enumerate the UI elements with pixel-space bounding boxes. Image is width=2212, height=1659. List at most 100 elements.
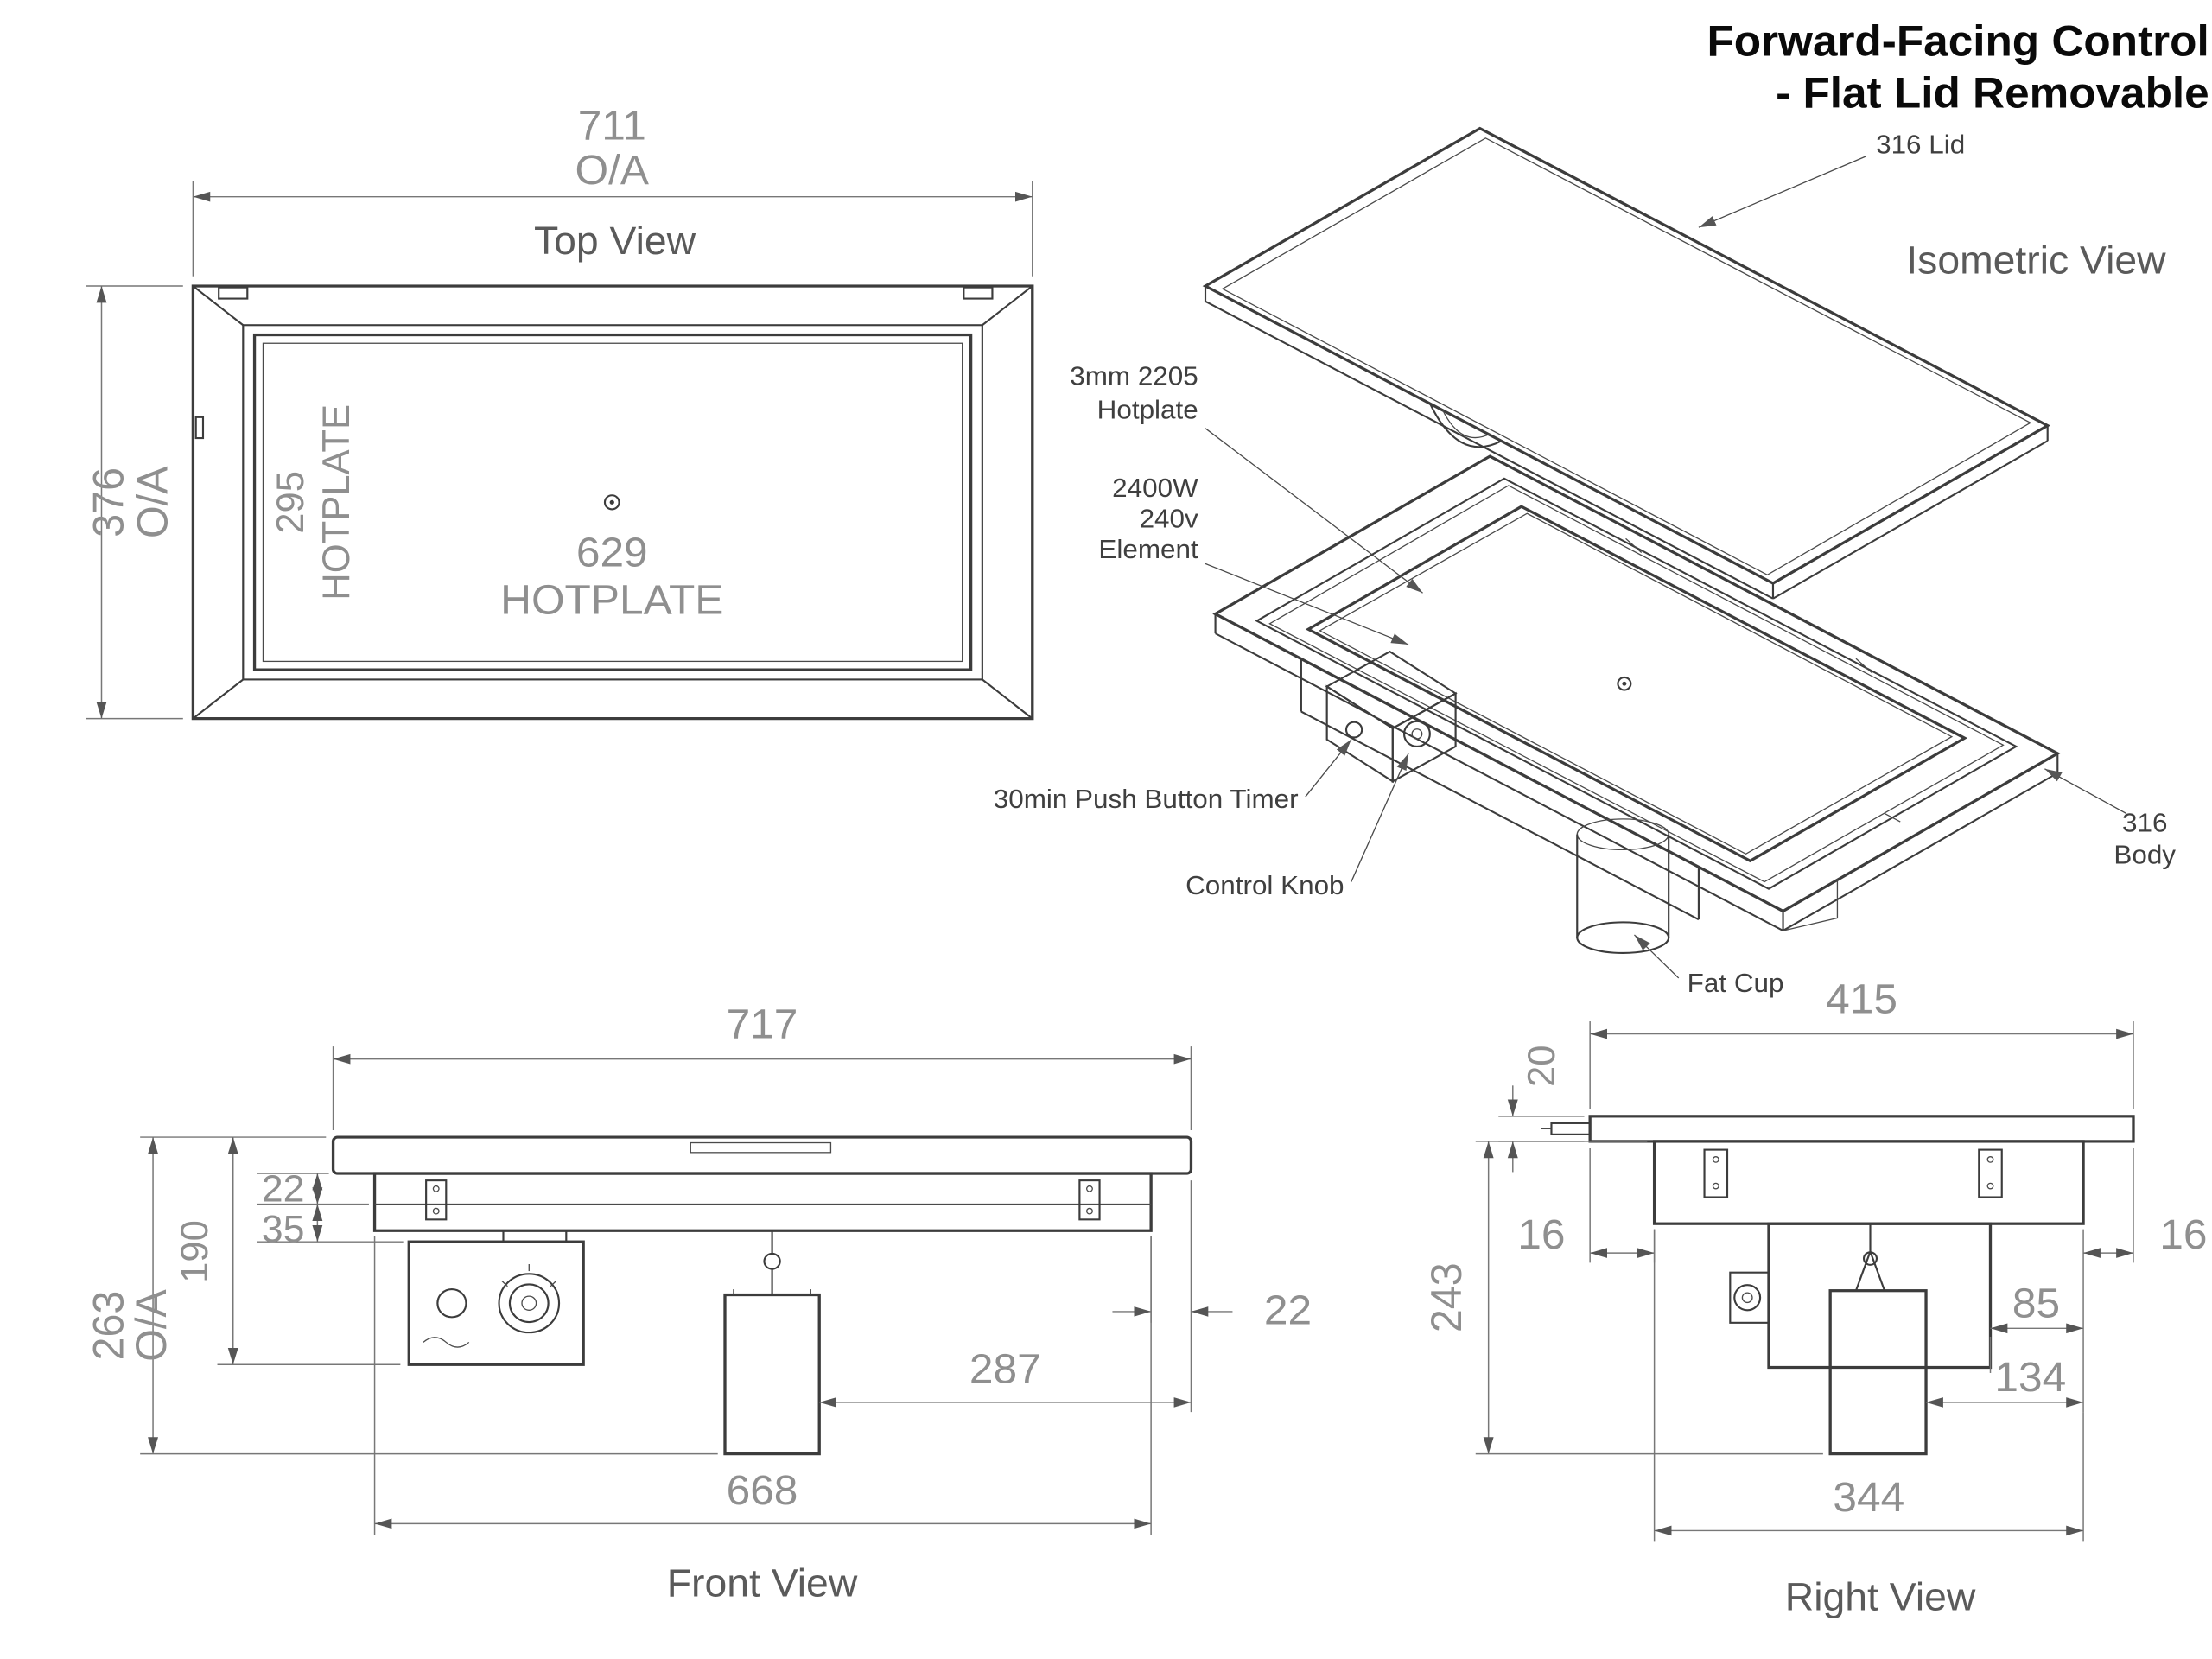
- isometric-view: Isometric View: [994, 126, 2177, 998]
- dim-376: 376: [86, 467, 133, 537]
- front-timer-button: [436, 1288, 467, 1319]
- front-flange-slot: [690, 1141, 832, 1154]
- front-fat-cup: [723, 1293, 821, 1456]
- iso-fat-cup-top: [1576, 818, 1669, 851]
- hanger-arm: [1869, 1251, 1886, 1292]
- dim-668: 668: [727, 1467, 798, 1513]
- knob-tick: [550, 1280, 557, 1287]
- iso-probe-hole: [1617, 676, 1632, 691]
- dim-35: 35: [262, 1209, 305, 1250]
- dim-711-oa: O/A: [575, 148, 650, 194]
- screw: [1986, 1182, 1994, 1190]
- iso-fat-cup-bottom: [1576, 921, 1670, 954]
- iso-control-knob: [1402, 720, 1431, 747]
- right-bracket: [1703, 1148, 1729, 1198]
- right-bracket: [1978, 1148, 2003, 1198]
- dim-20: 20: [1520, 1045, 1563, 1086]
- dim-287: 287: [969, 1346, 1041, 1392]
- front-control-knob-mid: [508, 1283, 550, 1324]
- iso-underpan: [1783, 917, 1838, 931]
- right-housing: [1767, 1222, 1993, 1370]
- screw: [432, 1207, 440, 1215]
- label-element-2: 240v: [1140, 504, 1199, 534]
- screw: [1085, 1207, 1093, 1215]
- label-body-1: 316: [2122, 808, 2167, 838]
- iso-hotplate-edge2: [1319, 512, 1954, 855]
- iso-lid-inner-line: [1221, 137, 2032, 576]
- label-lid: 316 Lid: [1876, 130, 1965, 160]
- miter-line: [982, 285, 1033, 327]
- iso-view-title: Isometric View: [1906, 238, 2166, 282]
- dim-16-right: 16: [2159, 1212, 2207, 1258]
- front-view: 717 263 O/A: [86, 1001, 1312, 1605]
- iso-lid-bottom-edge: [1772, 440, 2049, 600]
- right-knob-mount: [1729, 1271, 1770, 1324]
- top-view-title: Top View: [534, 219, 696, 262]
- rim-tab: [1855, 658, 1872, 673]
- leader-timer: [1305, 739, 1352, 798]
- top-view: 711 O/A Top View 376 O/A 295 HOTPLATE 62…: [86, 103, 1034, 721]
- hotplate-depth: 295: [269, 471, 312, 534]
- miter-line: [982, 678, 1033, 720]
- front-control-knob-center: [521, 1295, 537, 1311]
- right-view-title: Right View: [1785, 1575, 1977, 1618]
- label-hotplate-1: 3mm 2205: [1070, 361, 1198, 391]
- right-lid-tab: [1550, 1122, 1592, 1135]
- screw: [1085, 1185, 1093, 1192]
- iso-timer-button: [1344, 721, 1363, 739]
- label-element-1: 2400W: [1112, 473, 1198, 503]
- front-control-box: [407, 1240, 585, 1366]
- dim-243: 243: [1424, 1262, 1471, 1332]
- mount-tab: [218, 286, 249, 300]
- right-fat-cup: [1828, 1289, 1928, 1456]
- hotplate-depth-label: HOTPLATE: [315, 404, 358, 601]
- right-control-knob: [1733, 1284, 1762, 1312]
- iso-lid-handle-notch-inner: [1442, 410, 1491, 439]
- iso-probe-hole-center: [1622, 681, 1627, 686]
- front-view-title: Front View: [667, 1561, 859, 1605]
- dim-415: 415: [1826, 976, 1897, 1022]
- rim-tab: [1625, 537, 1643, 553]
- rim-tab: [1884, 812, 1901, 823]
- leader-fat-cup: [1633, 934, 1680, 979]
- mount-tab: [963, 286, 994, 300]
- dim-263-oa: O/A: [128, 1289, 175, 1362]
- dim-22-right: 22: [1264, 1287, 1312, 1333]
- dim-711: 711: [578, 103, 646, 149]
- leader-hotplate: [1205, 428, 1423, 594]
- screw: [1986, 1156, 1994, 1163]
- dim-134: 134: [1994, 1354, 2066, 1400]
- dim-344: 344: [1833, 1474, 1904, 1520]
- label-hotplate-2: Hotplate: [1097, 395, 1198, 425]
- front-control-knob: [498, 1273, 561, 1334]
- leader-element: [1205, 563, 1409, 645]
- right-view: 415 20 243: [1424, 976, 2208, 1618]
- header: Forward-Facing Control - Flat Lid Remova…: [1707, 16, 2209, 117]
- hotplate-width: 629: [576, 530, 648, 575]
- dim-22-left: 22: [262, 1168, 305, 1210]
- leader-lid: [1698, 156, 1866, 228]
- front-pan: [372, 1172, 1153, 1232]
- iso-lid-bottom-edge: [1205, 300, 1774, 600]
- label-fat-cup: Fat Cup: [1688, 968, 1784, 998]
- dim-263: 263: [86, 1291, 133, 1361]
- knob-tick: [501, 1280, 508, 1287]
- brand-mark: [423, 1337, 470, 1348]
- iso-hotplate-edge: [1305, 505, 1968, 863]
- front-bracket: [425, 1179, 448, 1221]
- iso-body-rim-mid2: [1268, 485, 2005, 883]
- iso-lid-top: [1202, 126, 2051, 585]
- dim-717: 717: [727, 1001, 798, 1047]
- probe-hole-center: [609, 499, 614, 505]
- side-notch: [194, 416, 205, 440]
- iso-body-rim-outer: [1212, 454, 2061, 913]
- hanger-hook: [763, 1252, 781, 1270]
- top-view-frame-inner: [242, 324, 983, 681]
- right-lid: [1588, 1115, 2135, 1143]
- label-body-2: Body: [2113, 840, 2176, 870]
- top-view-outer-frame: [191, 284, 1034, 721]
- right-control-knob-center: [1741, 1292, 1753, 1304]
- iso-body-rim-mid: [1255, 477, 2018, 890]
- iso-control-box-side: [1391, 691, 1457, 784]
